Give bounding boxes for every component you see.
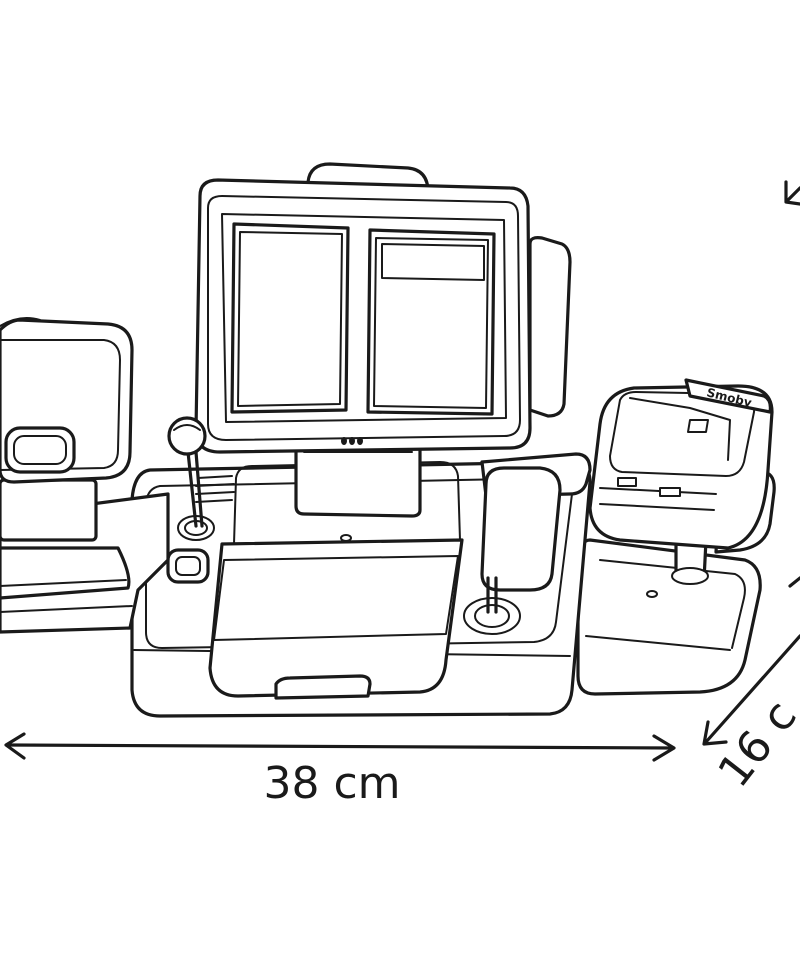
width-dimension: 38 cm: [4, 732, 676, 809]
cash-drawer: [208, 538, 464, 700]
width-label: 38 cm: [263, 758, 400, 809]
height-dimension-tip: [784, 180, 800, 206]
speaker-grille: [195, 475, 235, 503]
receipt-strip: [381, 243, 485, 281]
base-button: [166, 548, 210, 584]
handheld-scanner: [480, 452, 592, 614]
left-screen: [230, 222, 350, 414]
card-terminal: Smoby: [588, 378, 776, 585]
right-stand: [576, 538, 762, 696]
monitor: [194, 162, 572, 518]
depth-label: 16 c: [708, 691, 800, 797]
left-scanner: [0, 317, 170, 634]
main-base: [130, 460, 592, 718]
joystick-left: [167, 416, 207, 528]
scanner-window: [4, 426, 76, 474]
right-screen: [366, 228, 496, 416]
